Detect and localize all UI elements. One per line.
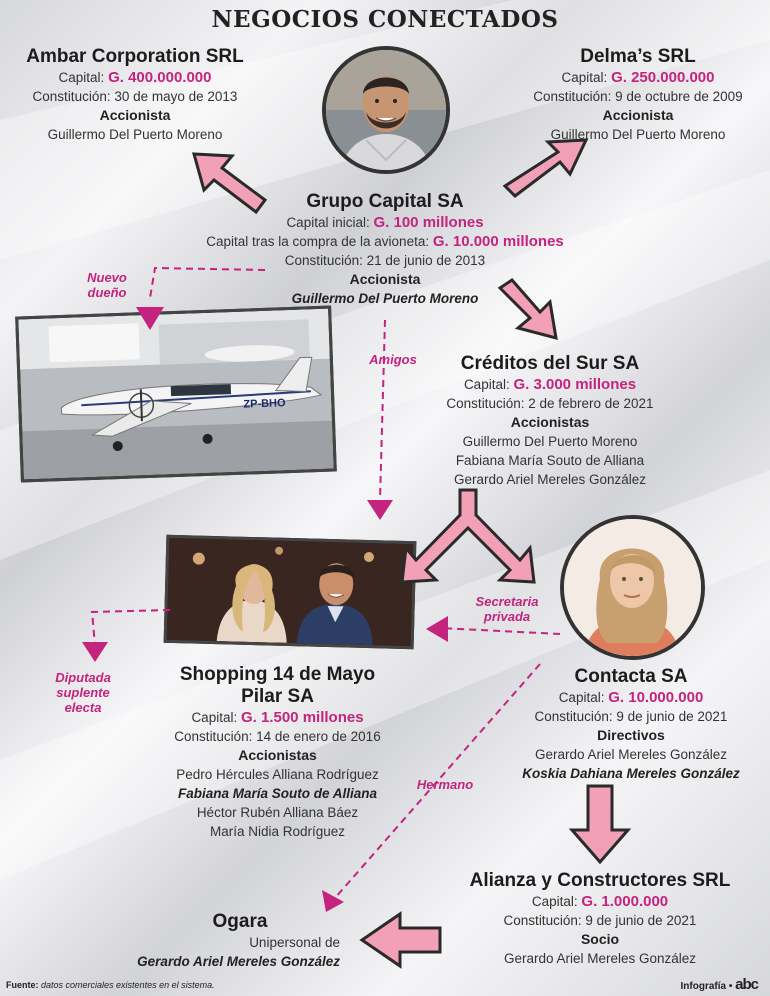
person: Guillermo Del Puerto Moreno (550, 127, 726, 142)
person: Gerardo Ariel Mereles González (453, 472, 647, 487)
role-label: Accionistas (238, 747, 317, 763)
person: Guillermo Del Puerto Moreno (462, 434, 638, 449)
source-text: datos comerciales existentes en el siste… (41, 980, 215, 990)
person: Pedro Hércules Alliana Rodríguez (176, 767, 379, 782)
capital-value: G. 400.000.000 (108, 69, 212, 86)
tag-line: dueño (87, 285, 127, 300)
person: Guillermo Del Puerto Moreno (291, 291, 479, 306)
company-grupo-capital: Grupo Capital SA Capital inicial: G. 100… (150, 191, 620, 308)
company-name-line2: Pilar SA (241, 686, 314, 707)
tag-line: Diputada (55, 670, 111, 685)
capital-after-value: G. 10.000 millones (432, 233, 564, 250)
capital-value: G. 10.000.000 (608, 689, 704, 706)
company-name: Delma’s SRL (580, 46, 696, 67)
portrait-guillermo (322, 46, 450, 174)
tag-diputada: Diputada suplente electa (38, 670, 128, 715)
man-portrait-icon (326, 50, 446, 170)
company-ogara: Ogara Unipersonal de Gerardo Ariel Merel… (100, 911, 340, 971)
airplane-icon: ZP-BHO (18, 308, 334, 480)
person: Guillermo Del Puerto Moreno (47, 127, 223, 142)
company-ambar: Ambar Corporation SRL Capital: G. 400.00… (10, 46, 260, 144)
tag-line: electa (64, 700, 102, 715)
tag-hermano: Hermano (416, 777, 474, 792)
company-creditos-del-sur: Créditos del Sur SA Capital: G. 3.000 mi… (405, 353, 695, 489)
tag-line: suplente (56, 685, 110, 700)
capital-label: Capital: (463, 377, 510, 392)
tag-line: privada (483, 609, 531, 624)
capital-value: G. 250.000.000 (611, 69, 715, 86)
credit-text: Infografía • (680, 981, 733, 992)
source-label: Fuente: (6, 980, 39, 990)
capital-label: Capital: (531, 894, 578, 909)
capital-value: G. 100 millones (373, 214, 484, 231)
footer-source: Fuente: datos comerciales existentes en … (6, 980, 215, 990)
constitution-date: Constitución: 9 de octubre de 2009 (533, 89, 743, 104)
person: Héctor Rubén Alliana Báez (196, 805, 359, 820)
capital-label: Capital: (561, 70, 608, 85)
constitution-date: Constitución: 30 de mayo de 2013 (32, 89, 238, 104)
company-alianza-y-constructores: Alianza y Constructores SRL Capital: G. … (450, 870, 750, 968)
capital-value: G. 3.000 millones (513, 376, 637, 393)
constitution-date: Constitución: 9 de junio de 2021 (534, 709, 728, 724)
person: Gerardo Ariel Mereles González (503, 951, 697, 966)
company-shopping-14-de-mayo: Shopping 14 de Mayo Pilar SA Capital: G.… (140, 664, 415, 841)
person: Fabiana María Souto de Alliana (455, 453, 645, 468)
company-name: Grupo Capital SA (306, 191, 464, 212)
page-title: NEGOCIOS CONECTADOS (211, 6, 559, 33)
capital-value: G. 1.500 millones (240, 709, 364, 726)
person: Gerardo Ariel Mereles González (534, 747, 728, 762)
company-name: Créditos del Sur SA (460, 353, 640, 374)
constitution-date: Constitución: 14 de enero de 2016 (174, 729, 381, 744)
person: Fabiana María Souto de Alliana (177, 786, 378, 801)
company-name: Shopping 14 de Mayo (179, 664, 376, 685)
constitution-date: Constitución: 9 de junio de 2021 (503, 913, 697, 928)
constitution-date: Constitución: 2 de febrero de 2021 (446, 396, 654, 411)
role-label: Accionistas (510, 414, 590, 430)
capital-after-label: Capital tras la compra de la avioneta: (206, 234, 430, 249)
capital-label: Capital: (191, 710, 238, 725)
company-contacta: Contacta SA Capital: G. 10.000.000 Const… (500, 666, 762, 783)
plane-photo: ZP-BHO (15, 305, 337, 483)
abc-logo: abc (735, 976, 759, 993)
woman-portrait-icon (564, 519, 701, 656)
portrait-secretaria (560, 515, 705, 660)
person: Gerardo Ariel Mereles González (137, 954, 340, 969)
company-name: Ogara (212, 911, 268, 932)
tag-line: Nuevo (87, 270, 127, 285)
role-label: Accionista (349, 271, 421, 287)
role-label: Directivos (597, 727, 665, 743)
capital-label: Capital inicial: (286, 215, 370, 230)
person: Koskia Dahiana Mereles González (522, 766, 740, 781)
role-label: Accionista (99, 107, 171, 123)
capital-value: G. 1.000.000 (581, 893, 669, 910)
tag-amigos: Amigos (369, 352, 417, 367)
tag-nuevo-dueno: Nuevo dueño (72, 270, 142, 300)
company-delmas: Delma’s SRL Capital: G. 250.000.000 Cons… (508, 46, 768, 144)
tag-secretaria-privada: Secretaria privada (462, 594, 552, 624)
company-name: Alianza y Constructores SRL (469, 870, 731, 891)
constitution-date: Constitución: 21 de junio de 2013 (284, 253, 486, 268)
capital-label: Capital: (58, 70, 105, 85)
footer-credit: Infografía • abc (680, 976, 759, 993)
couple-portrait-icon (166, 537, 414, 647)
role-label: Socio (580, 931, 620, 947)
company-name: Ambar Corporation SRL (26, 46, 244, 67)
tag-line: Secretaria (475, 594, 539, 609)
plane-registration: ZP-BHO (243, 397, 286, 410)
company-name: Contacta SA (574, 666, 688, 687)
role-label: Accionista (602, 107, 674, 123)
person: María Nidia Rodríguez (209, 824, 346, 839)
ogara-type: Unipersonal de (249, 935, 340, 950)
capital-label: Capital: (558, 690, 605, 705)
couple-photo (163, 534, 417, 650)
